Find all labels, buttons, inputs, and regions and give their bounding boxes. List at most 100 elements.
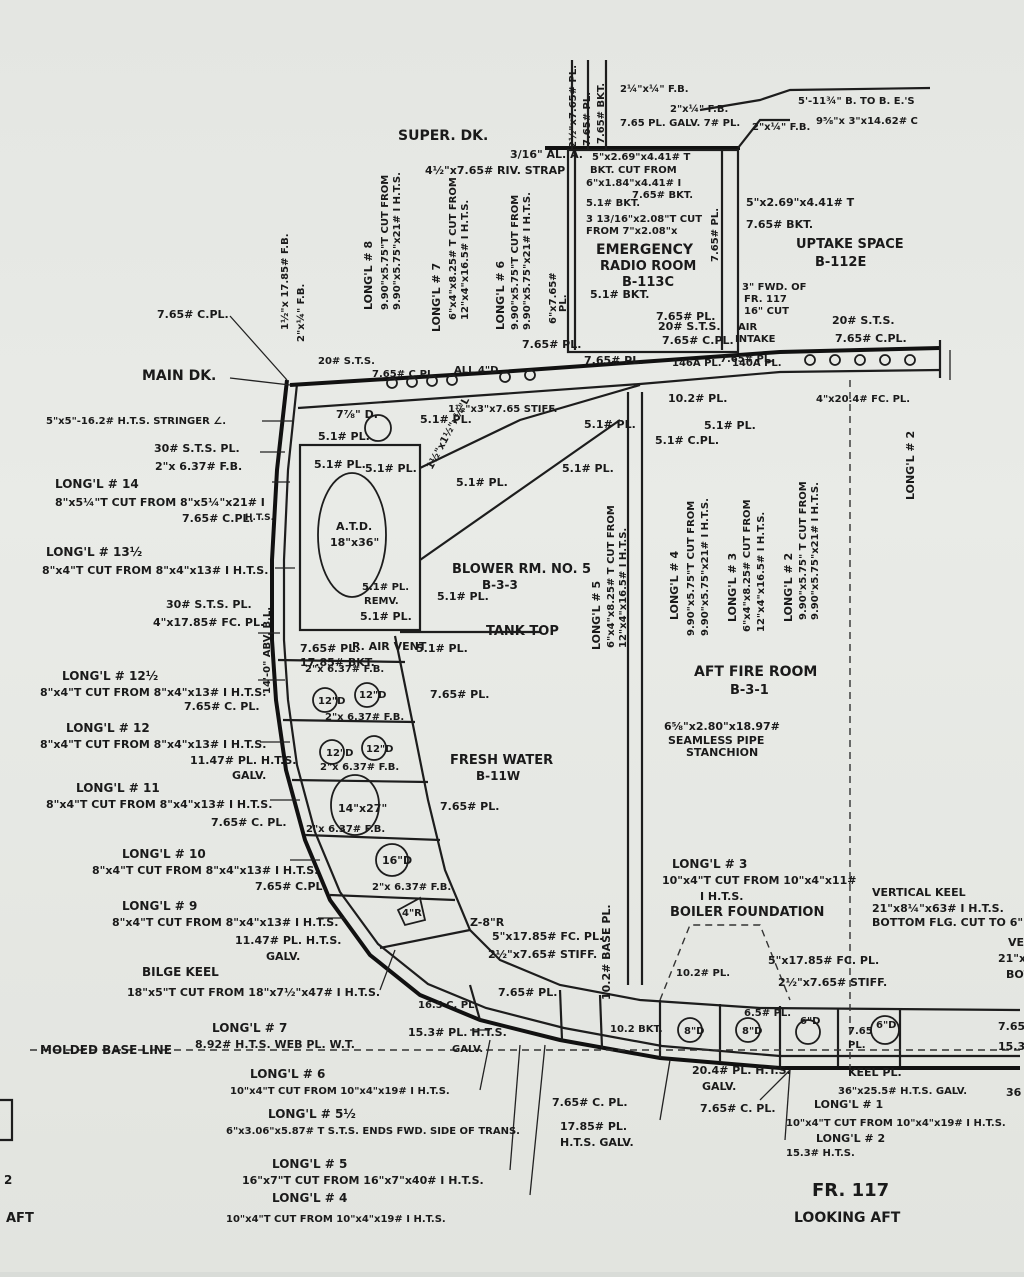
label-l-1316b: FROM 7"x2.08"x bbox=[586, 226, 678, 237]
manhole-1 bbox=[330, 774, 380, 836]
label-l-bilge: BILGE KEEL bbox=[142, 965, 219, 979]
label-l-716: 7⅞" D. bbox=[336, 408, 378, 421]
label-l-765pl-a: 7.65# PL. bbox=[300, 642, 359, 655]
label-l-12d: 12"D bbox=[326, 748, 353, 759]
fresh-water-name: FRESH WATER bbox=[450, 753, 553, 768]
label-l-all4d: ALL 4"D bbox=[454, 365, 498, 376]
label-l-keel: KEEL PL. bbox=[848, 1066, 902, 1079]
label-l-6d2: 6"D bbox=[876, 1020, 896, 1031]
label-l-long13b: 8"x4"T CUT FROM 8"x4"x13# I H.T.S. bbox=[42, 564, 268, 577]
leader-keel bbox=[759, 1069, 791, 1101]
bottom-floor-3 bbox=[598, 994, 604, 1049]
label-l-long7vc: 12"x4"x16.5# I H.T.S. bbox=[460, 200, 471, 320]
radio-room-code: B-113C bbox=[622, 275, 674, 290]
fresh-water-code: B-11W bbox=[476, 769, 520, 783]
label-l-5x269b: 5"x2.69"x4.41# T bbox=[746, 196, 855, 209]
lightening-hole-3 bbox=[319, 739, 345, 765]
label-l-long3: LONG'L # 3 bbox=[672, 857, 747, 871]
label-l-51tank2: 5.1# PL. bbox=[416, 642, 468, 655]
deck-hole-2 bbox=[406, 376, 418, 388]
label-l-long8b: 9.90"x5.75"T CUT FROM bbox=[380, 175, 391, 310]
label-l-long7b: 8.92# H.T.S. WEB PL. W.T. bbox=[195, 1038, 355, 1051]
label-l-long1b: 10"x4"T CUT FROM 10"x4"x19# I H.T.S. bbox=[786, 1118, 1006, 1129]
label-l-51pl6: 5.1# PL. bbox=[584, 418, 636, 431]
deck-hole-10 bbox=[879, 354, 891, 366]
structure-lines bbox=[0, 60, 1021, 1196]
label-l-stanchion: 6⅝"x2.80"x18.97# bbox=[664, 720, 780, 733]
label-l-765pl-mid: 7.65# PL. bbox=[584, 354, 643, 367]
diagonal-brace-1 bbox=[419, 383, 641, 469]
label-l-long5h: LONG'L # 5½ bbox=[268, 1107, 356, 1121]
label-l-765pl-c: 7.65# PL. bbox=[440, 800, 499, 813]
label-l-765cpl-11: 7.65# C. PL. bbox=[211, 816, 287, 829]
label-l-3fwd3: 16" CUT bbox=[744, 306, 789, 317]
label-l-212x765b: 2½"x7.65# STIFF. bbox=[778, 976, 887, 989]
label-l-long12hb: 8"x4"T CUT FROM 8"x4"x13# I H.T.S. bbox=[40, 686, 266, 699]
deck-hole-5 bbox=[499, 371, 511, 383]
label-l-long9: LONG'L # 9 bbox=[122, 899, 197, 913]
label-l-51pl3: 5.1# PL. bbox=[365, 462, 417, 475]
deck-hole-4 bbox=[446, 374, 458, 386]
label-l-htsgalv: H.T.S. GALV. bbox=[560, 1136, 634, 1149]
leader-top-c-pl bbox=[229, 315, 288, 381]
label-l-165: 16.5 C. PL. bbox=[418, 1000, 478, 1011]
label-l-765cpl-md: 7.65# C.PL. bbox=[372, 369, 437, 380]
label-l-51bkt: 5.1# BKT. bbox=[586, 198, 640, 209]
label-l-long2vb: 9.90"x5.75" T CUT FROM bbox=[798, 481, 809, 620]
tank-division-1 bbox=[277, 658, 406, 664]
label-l-long4vb: 9.90"x5.75"T CUT FROM bbox=[686, 501, 697, 636]
bottom-floor-1 bbox=[468, 984, 482, 1021]
tank-division-6 bbox=[379, 928, 471, 950]
label-l-3fwd2: FR. 117 bbox=[744, 294, 787, 305]
label-l-fb2: 2"x¼" F.B. bbox=[670, 103, 728, 115]
label-l-1x3: 1½"x3"x7.65 STIFF. bbox=[448, 404, 557, 415]
label-l-765cpl-dk2: 7.65# C.PL. bbox=[835, 332, 907, 345]
access-hole bbox=[317, 472, 387, 598]
label-l-long2vc: 9.90"x5.75"x21# I H.T.S. bbox=[810, 482, 821, 620]
label-l-long3vb: 6"x4"x8.25# CUT FROM bbox=[742, 499, 753, 632]
uptake-space-name: UPTAKE SPACE bbox=[796, 237, 904, 252]
label-l-remv: REMV. bbox=[364, 596, 399, 607]
label-l-long3v: LONG'L # 3 bbox=[726, 553, 739, 622]
fire-room-name: AFT FIRE ROOM bbox=[694, 664, 817, 680]
hull-shell bbox=[270, 379, 1020, 1070]
label-l-765pl-rr2: 7.65# PL. bbox=[656, 310, 715, 323]
label-l-2x14: 2"x¼" F.B. bbox=[295, 284, 307, 342]
label-l-vkc: BOTTOM FLG. CUT TO 6" bbox=[872, 916, 1023, 929]
label-l-riv: 4½"x7.65# RIV. STRAP bbox=[425, 164, 565, 177]
label-l-1785: 17.85# PL. bbox=[560, 1120, 627, 1133]
deck-hole-8 bbox=[829, 354, 841, 366]
label-l-765cpl-top: 7.65# C.PL. bbox=[157, 308, 229, 321]
label-l-1316: 3 13/16"x2.08"T CUT bbox=[586, 214, 702, 225]
hull-shell-inner bbox=[282, 383, 1020, 1058]
round-hole bbox=[364, 414, 392, 442]
label-l-keelb: 36"x25.5# H.T.S. GALV. bbox=[838, 1086, 967, 1097]
label-l-765cpl-14: 7.65# C.PL. bbox=[182, 512, 254, 525]
label-l-51pl2: 5.1# PL. bbox=[314, 458, 366, 471]
diagonal-brace-2 bbox=[419, 419, 621, 561]
label-l-51bkt2: 5.1# BKT. bbox=[590, 288, 649, 301]
label-l-long9b: 8"x4"T CUT FROM 8"x4"x13# I H.T.S. bbox=[112, 916, 338, 929]
limber-hole bbox=[396, 896, 427, 927]
label-l-1785bkt: 17.85# BKT. bbox=[300, 656, 375, 669]
label-l-51pl: 5.1# PL. bbox=[318, 430, 370, 443]
label-l-long6vc: 9.90"x5.75"x21# I H.T.S. bbox=[522, 192, 533, 330]
label-l-5x1785: 5"x17.85# FC. PL. bbox=[492, 930, 603, 943]
label-l-30sts2: 30# S.T.S. PL. bbox=[166, 598, 252, 611]
floor-hole-3 bbox=[795, 1019, 821, 1045]
label-l-765c: 7.65 bbox=[848, 1026, 873, 1037]
label-l-5x1785b: 5"x17.85# FC. PL. bbox=[768, 954, 879, 967]
label-l-765bkt: 7.65# BKT. bbox=[632, 190, 693, 201]
label-l-long2v: LONG'L # 2 bbox=[782, 553, 795, 622]
label-l-51pl5: 5.1# PL. bbox=[456, 476, 508, 489]
label-l-51remv: 5.1# PL. bbox=[362, 582, 409, 593]
bottom-floor-2 bbox=[558, 989, 564, 1041]
floor-hole-2 bbox=[735, 1017, 761, 1043]
label-l-102pl: 10.2# PL. bbox=[668, 392, 727, 405]
label-l-51cpl: 5.1# C.PL. bbox=[655, 434, 719, 447]
main-deck-lower bbox=[297, 368, 941, 410]
label-l-intake: INTAKE bbox=[735, 334, 776, 345]
uptake-space-code: B-112E bbox=[815, 255, 866, 270]
label-l-bilgeb: 18"x5"T CUT FROM 18"x7½"x47# I H.T.S. bbox=[127, 986, 380, 999]
